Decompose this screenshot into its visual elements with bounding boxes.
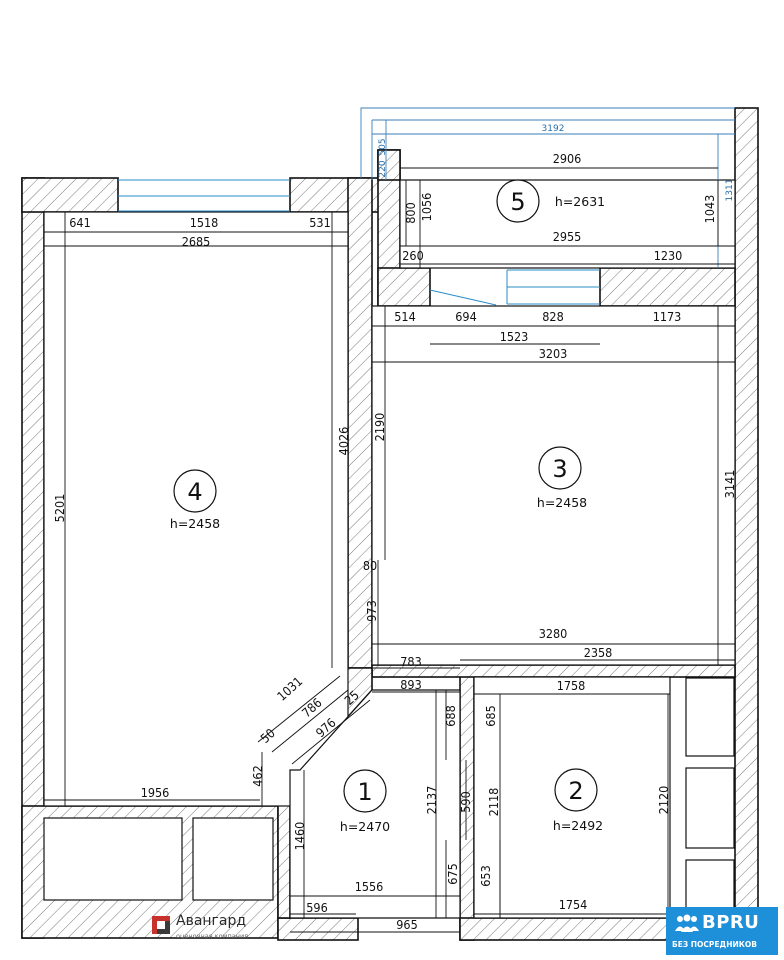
room-3-label: 3 h=2458	[537, 446, 587, 510]
dim-r1-2118: 2118	[486, 788, 501, 817]
dim-balcony-1230: 1230	[654, 248, 683, 263]
room-2-height: h=2492	[553, 818, 603, 833]
dim-r1-590: 590	[458, 791, 473, 812]
dim-r4-1518: 1518	[190, 215, 219, 230]
dim-balcony-outer-width: 3192	[542, 124, 565, 134]
avangard-logo-icon	[152, 916, 170, 934]
dim-r3-3280: 3280	[539, 626, 568, 641]
dim-balcony-260: 260	[402, 248, 423, 263]
badge-name: BPRU	[702, 912, 760, 933]
dim-r3-1523: 1523	[500, 329, 529, 344]
dim-r2-2120: 2120	[656, 786, 671, 815]
room-3-number: 3	[552, 455, 567, 483]
logo-tagline: оценочная компания	[176, 932, 249, 940]
dim-r3-1173: 1173	[653, 309, 682, 324]
dim-r3-3203: 3203	[539, 346, 568, 361]
dim-balcony-right: 1043	[702, 195, 717, 224]
room-5-height: h=2631	[555, 194, 605, 209]
dim-r1-688: 688	[443, 705, 458, 726]
room-5-label: 5 h=2631	[496, 179, 605, 223]
dim-balcony-side: 1311	[725, 179, 735, 202]
dim-r4-1956: 1956	[141, 785, 170, 800]
dim-r3-973: 973	[364, 600, 379, 621]
room-4-label: 4 h=2458	[170, 469, 220, 531]
room-5-number: 5	[510, 188, 525, 216]
dim-balcony-outer-depth: 505	[378, 138, 388, 155]
room-1-label: 1 h=2470	[340, 769, 390, 834]
dim-r4-531: 531	[309, 215, 330, 230]
dim-r1-1460: 1460	[292, 822, 307, 851]
windows	[118, 179, 600, 306]
dim-r2-1754: 1754	[559, 897, 588, 912]
dim-r3-694: 694	[455, 309, 476, 324]
dim-balcony-bottom: 2955	[553, 229, 582, 244]
dim-balcony-left-1056: 1056	[419, 193, 434, 222]
dim-r4-5201: 5201	[52, 494, 67, 523]
dim-r1-783: 783	[400, 654, 421, 669]
dim-r1-965: 965	[396, 917, 417, 932]
badge-tagline: БЕЗ ПОСРЕДНИКОВ	[672, 940, 758, 949]
balcony-outline	[360, 107, 735, 268]
dim-r2-1758: 1758	[557, 678, 586, 693]
dim-r1-596: 596	[306, 900, 327, 915]
dim-r3-3141: 3141	[722, 470, 737, 499]
dim-r3-828: 828	[542, 309, 563, 324]
dim-r1-685: 685	[483, 705, 498, 726]
dimension-lines	[44, 167, 735, 933]
dim-r3-514: 514	[394, 309, 415, 324]
room-2-number: 2	[568, 777, 583, 805]
cabinets	[43, 677, 735, 919]
room-4-number: 4	[187, 478, 202, 506]
dim-r4-2685: 2685	[182, 234, 211, 249]
dim-r1-893: 893	[400, 677, 421, 692]
dim-balcony-left-800: 800	[403, 202, 418, 223]
logo-name: Авангард	[176, 913, 247, 929]
dimension-labels: 3192 505 220 1311 2906 800 1056 1043 295…	[52, 124, 737, 932]
avangard-logo: Авангард оценочная компания	[152, 912, 272, 946]
room-1-number: 1	[357, 778, 372, 806]
dim-r3-80: 80	[363, 558, 377, 573]
room-1-height: h=2470	[340, 819, 390, 834]
dim-balcony-offset: 220	[378, 160, 388, 177]
dim-balcony-top: 2906	[553, 151, 582, 166]
room-2-label: 2 h=2492	[553, 768, 603, 833]
people-icon	[675, 914, 699, 932]
dim-r1-2137: 2137	[424, 786, 439, 815]
room-3-height: h=2458	[537, 495, 587, 510]
dim-r1-2358: 2358	[584, 645, 613, 660]
dim-r3-2190: 2190	[372, 413, 387, 442]
dim-r1-653: 653	[478, 865, 493, 886]
dim-r1-1556: 1556	[355, 879, 384, 894]
dim-r4-4026: 4026	[336, 427, 351, 456]
dim-r4-462: 462	[250, 765, 265, 786]
dim-r1-675: 675	[445, 863, 460, 884]
bpru-badge[interactable]: BPRU БЕЗ ПОСРЕДНИКОВ	[666, 907, 778, 955]
dim-r4-641: 641	[69, 215, 90, 230]
room-4-height: h=2458	[170, 516, 220, 531]
